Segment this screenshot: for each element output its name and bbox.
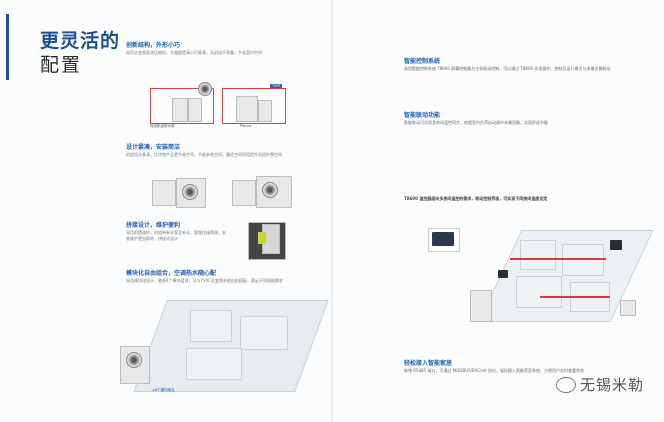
section-body-linkage: 智能联动可实现多房间温控同步，依据室内负荷自动调节末端设备，实现舒适节能 <box>404 120 548 125</box>
header-accent-bar <box>6 14 9 80</box>
apt-room-3 <box>516 276 562 308</box>
diagram-label-1: 传统机组带水泵 <box>150 124 175 128</box>
frame-traditional <box>150 88 214 124</box>
apt-room-2 <box>562 244 604 276</box>
section-body-maintenance: 采用前置维护，机组带有水泵及补水，管路连接简便，安装维护更加简单，拼接式设计 <box>126 230 226 241</box>
watermark-text: 无锡米勒 <box>580 376 645 394</box>
pipe-line-2 <box>540 296 610 298</box>
twr-badge: TWR <box>270 84 283 88</box>
section-title-linkage: 智能联动功能 <box>404 112 441 119</box>
controller-stack <box>470 290 492 322</box>
section-title-maintenance: 拼接设计，维护便利 <box>126 222 181 229</box>
section-title-modular: 模块化自由组合，空调热水随心配 <box>126 270 217 277</box>
wall-controller-2 <box>498 270 508 278</box>
no-entry-icon <box>198 82 212 96</box>
controller-screen <box>432 232 454 246</box>
section-body-modular: 采用模块化设计，最多4个模块组合，可与YVAC全变频系统自由搭配，满足不同规格需… <box>126 278 283 283</box>
section-title-compact: 创新结构，外形小巧 <box>126 42 181 49</box>
outdoor-unit-1 <box>152 180 176 206</box>
room-2 <box>240 316 288 350</box>
unit-traditional-2 <box>188 98 202 122</box>
diagram-label-2: Plantic <box>240 124 252 128</box>
pipe-line-1 <box>510 258 606 260</box>
section-title-compact-design: 设计紧凑，安装简洁 <box>126 144 181 151</box>
page-title-line1: 更灵活的 <box>40 30 121 52</box>
unit-plantic <box>236 96 258 122</box>
apt-outdoor-unit <box>620 300 636 316</box>
room-1 <box>190 310 232 342</box>
watermark: 无锡米勒 <box>556 374 644 395</box>
sub-heading: T8600 温控器面向多房间温控的需求，联动控制界面，可实现不同房间温度设定 <box>404 196 548 201</box>
page-title-line2: 配置 <box>40 54 83 76</box>
room-3 <box>186 348 242 380</box>
frame-plantic <box>222 88 286 124</box>
service-hatch <box>258 232 266 244</box>
module-label: ≤6个模块组合 <box>152 388 175 392</box>
section-title-control: 智能控制系统 <box>404 58 441 65</box>
section-body-compact: 采用全变频直流压缩机，大幅度提高小巧紧凑，无机组不承重，节省室内空间 <box>126 50 262 55</box>
section-body-control: 采用智能控制系统 T8600 屏幕控制器与主机联动控制，可以通过 T8600 实… <box>404 66 611 71</box>
fan-grille-icon <box>182 184 198 200</box>
apt-room-1 <box>520 240 556 270</box>
section-body-compact-design: 机组设计紧凑，比传统产品更节省空间，节省安装空间，最优空间利用提升机组外围空间 <box>126 152 282 157</box>
unit-traditional <box>172 98 188 122</box>
wall-controller-1 <box>610 240 622 250</box>
unit-plantic-2 <box>258 100 272 122</box>
wechat-icon <box>556 376 576 393</box>
outdoor-unit-3 <box>232 180 256 206</box>
fan-grille-icon <box>262 182 278 198</box>
section-body-smart-home: 新增 RS485 接口，可通过 MODBUS/BACnet 协议，轻松接入智能家… <box>404 368 585 373</box>
section-title-smart-home: 轻松接入智能家居 <box>404 360 453 367</box>
page-spine <box>331 0 333 422</box>
fan-grille-icon <box>126 352 142 368</box>
